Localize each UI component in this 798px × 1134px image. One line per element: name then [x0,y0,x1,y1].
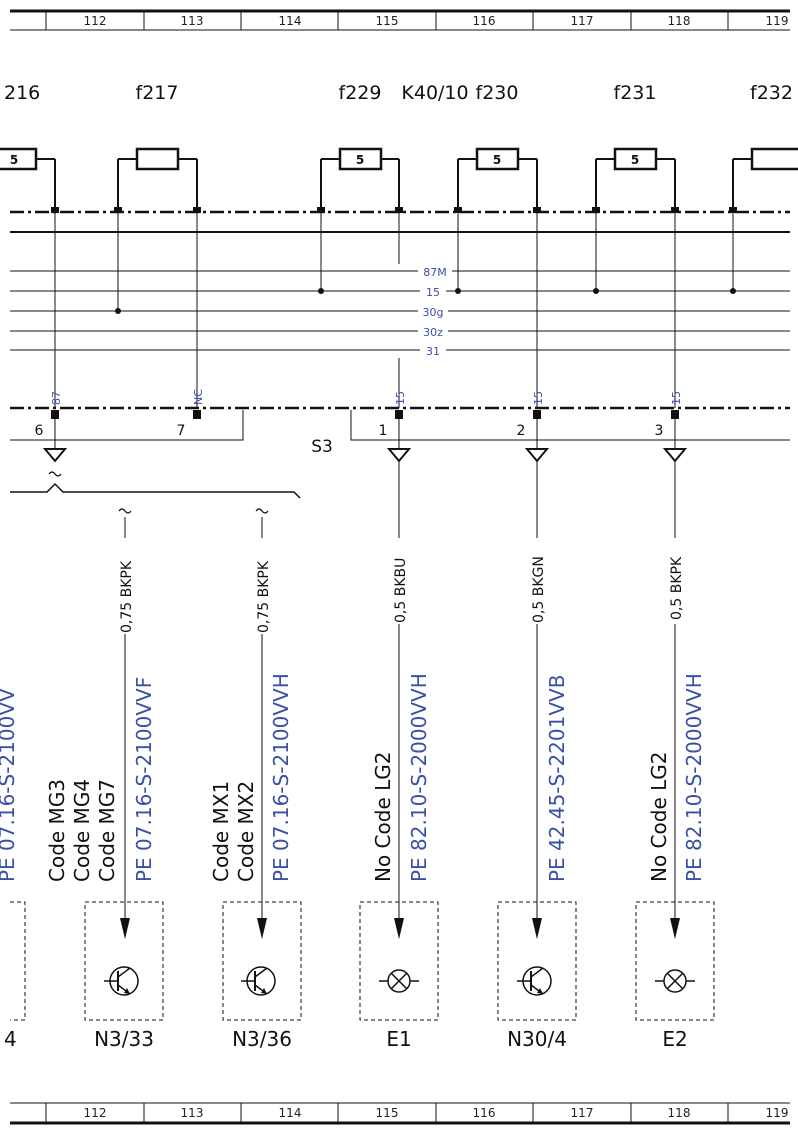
fuse-f232 [732,147,798,210]
pin-code-15: 15 [670,391,683,405]
transistor-icon [497,901,577,1021]
fuse-label-f217: f217 [136,82,179,104]
internal-wires [54,213,736,408]
ruler-top-cell: 119 [766,14,789,28]
ruler-top-cell: 117 [571,14,594,28]
lamp-icon [359,901,439,1021]
pe-note: PE 07.16-S-2100VVF [132,677,156,882]
ruler-bottom-cell: 116 [473,1106,496,1120]
code-note: Code MX2 [234,781,258,882]
wire-label: 0,5 BKPK [669,556,685,620]
component-label-e1: E1 [386,1027,411,1051]
upper-terminals [51,207,737,213]
pin-code-15: 15 [394,391,407,405]
ruler-bottom-cell: 119 [766,1106,789,1120]
bottom-ruler: 112 113 114 115 116 117 118 119 [10,1102,790,1125]
ruler-bottom-cell: 114 [279,1106,302,1120]
pe-note: PE 42.45-S-2201VVB [545,675,569,882]
ruler-top-cell: 112 [84,14,107,28]
ruler-bottom-cell: 115 [376,1106,399,1120]
bus-label-30z: 30z [423,326,443,339]
fuse-labels: 216 f217 f229 K40/10 f230 f231 f232 [4,82,793,104]
module-label: K40/10 [401,82,468,104]
connector-pin: 2 [517,423,526,439]
bus-label-31: 31 [426,345,440,358]
fuse-label-f216: 216 [4,82,40,104]
ruler-bottom-cell: 112 [84,1106,107,1120]
pin-code-87: 87 [50,391,63,405]
fuse-symbols: 5 5 5 [0,147,798,210]
ruler-top-cell: 115 [376,14,399,28]
connector-pin: 3 [655,423,664,439]
ruler-bottom-cell: 117 [571,1106,594,1120]
code-note: Code MG4 [70,779,94,882]
connector-left: 6 7 [10,410,244,441]
ruler-top-cell: 118 [668,14,691,28]
wires-down [115,461,685,939]
transistor-icon [84,901,164,1021]
connector-s3: S3 1 2 3 [311,410,790,457]
fuse-label-f230: f230 [476,82,519,104]
code-note: Code MG7 [95,779,119,882]
fuse-f217 [117,147,198,210]
transistor-icon [222,901,302,1021]
pin-code-nc: NC [192,389,205,405]
fuse-f216: 5 [0,147,56,210]
branch-bracket [10,471,301,514]
pe-note: PE 82.10-S-2000VVH [682,673,706,882]
fuse-f230: 5 [457,147,538,210]
code-note: Code MG3 [45,779,69,882]
top-ruler: 112 113 114 115 116 117 118 119 [10,9,790,31]
fuse-rating: 5 [631,153,639,167]
wire-labels: 0,75 BKPK 0,75 BKPK 0,5 BKBU 0,5 BKGN 0,… [119,556,685,633]
fuse-f231: 5 [595,147,676,210]
ruler-bottom-cell: 113 [181,1106,204,1120]
component-label-n30-4: N30/4 [507,1027,567,1051]
lamp-icon [635,901,715,1021]
connector-pin: 7 [177,423,186,439]
pin-codes: 87 NC 15 15 15 [50,389,683,405]
ruler-top-cell: 114 [279,14,302,28]
pe-note-partial: PE 07.16-S-2100VV [0,688,19,882]
wire-label: 0,75 BKPK [119,560,135,633]
component-labels: 4 N3/33 N3/36 E1 N30/4 E2 [4,1027,688,1051]
branch-notes: PE 07.16-S-2100VV Code MG3 Code MG4 Code… [0,673,706,882]
ruler-top-cell: 116 [473,14,496,28]
pe-note: PE 82.10-S-2000VVH [407,673,431,882]
component-boxes [10,901,715,1021]
connector-label: S3 [311,437,333,457]
plug-triangles [42,419,688,463]
component-label-n3-36: N3/36 [232,1027,292,1051]
wire-label: 0,5 BKGN [531,556,547,623]
wire-label: 0,5 BKBU [393,558,409,623]
bus-lines: 87M 15 30g 30z 31 [10,264,790,358]
fuse-rating: 5 [10,153,18,167]
code-note: No Code LG2 [371,752,395,882]
ruler-bottom-cell: 118 [668,1106,691,1120]
code-note: Code MX1 [209,781,233,882]
pin-code-15: 15 [532,391,545,405]
connector-pin: 1 [379,423,388,439]
fuse-label-f232: f232 [750,82,793,104]
bus-label-15: 15 [426,286,440,299]
ruler-top-cell: 113 [181,14,204,28]
wire-label: 0,75 BKPK [256,560,272,633]
pe-note: PE 07.16-S-2100VVH [269,673,293,882]
bus-label-87m: 87M [423,266,447,279]
fuse-rating: 5 [356,153,364,167]
component-label-e2: E2 [662,1027,687,1051]
fuse-label-f229: f229 [339,82,382,104]
fuse-label-f231: f231 [614,82,657,104]
fuse-rating: 5 [493,153,501,167]
code-note: No Code LG2 [647,752,671,882]
lower-terminals [51,410,679,419]
fuse-f229: 5 [320,147,400,210]
component-label-n3-33: N3/33 [94,1027,154,1051]
component-label-partial: 4 [4,1027,17,1051]
connector-pin: 6 [35,423,44,439]
bus-label-30g: 30g [423,306,444,319]
